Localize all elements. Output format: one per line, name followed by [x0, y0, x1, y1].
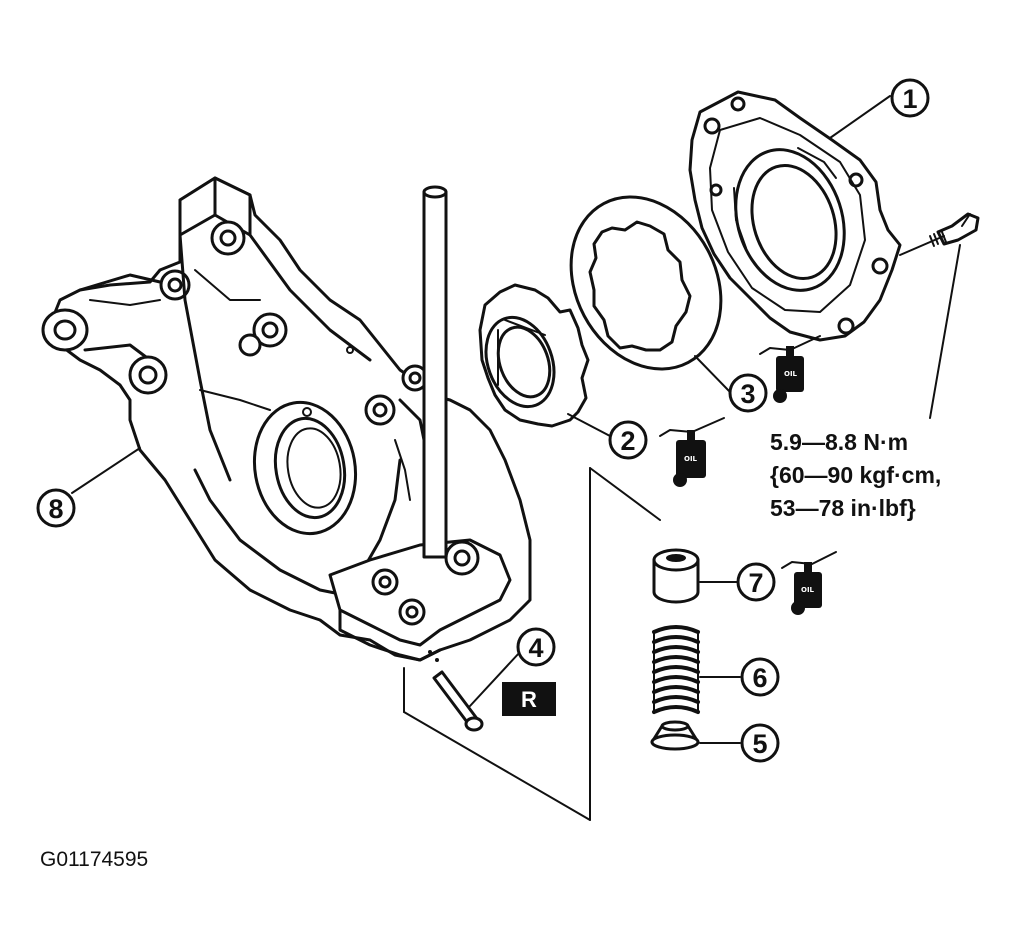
pump-cover-plate [688, 90, 902, 342]
callout-2-label: 2 [620, 426, 635, 456]
front-cover-body [41, 176, 532, 662]
oil-symbol-3-text: OIL [784, 370, 798, 378]
replace-badge-text: R [521, 687, 537, 712]
callout-8-label: 8 [48, 494, 63, 524]
callout-5: 5 [740, 723, 780, 763]
callout-3-label: 3 [740, 379, 755, 409]
callout-6: 6 [740, 657, 780, 697]
oil-symbol-7-text: OIL [801, 586, 815, 594]
oil-symbol-3: OIL [759, 335, 821, 403]
outer-rotor [569, 195, 723, 371]
callout-4: 4 [516, 627, 556, 667]
oil-symbol-2: OIL [659, 417, 725, 487]
callout-3: 3 [728, 373, 768, 413]
callout-4-label: 4 [528, 633, 543, 663]
relief-plunger [652, 548, 700, 604]
callout-7-label: 7 [748, 568, 763, 598]
replace-badge: R [502, 682, 556, 716]
callout-2: 2 [608, 420, 648, 460]
oil-symbol-2-text: OIL [684, 455, 698, 463]
split-pin [428, 650, 484, 732]
callout-6-label: 6 [752, 663, 767, 693]
callout-5-label: 5 [752, 729, 767, 759]
oil-tube [422, 185, 448, 559]
figure-id: G01174595 [40, 848, 148, 871]
spring-seat [650, 720, 700, 751]
callout-7: 7 [736, 562, 776, 602]
callout-1: 1 [890, 78, 930, 118]
assembly-bracket-lines [403, 467, 661, 821]
callout-1-label: 1 [902, 84, 917, 114]
relief-spring [652, 625, 700, 714]
leader-lines [71, 95, 961, 744]
oil-symbol-7: OIL [781, 551, 837, 615]
torque-spec: 5.9—8.8 N·m {60—90 kgf·cm, 53—78 in·lbf} [770, 429, 941, 521]
torque-line-2: {60—90 kgf·cm, [770, 462, 941, 488]
torque-line-1: 5.9—8.8 N·m [770, 429, 908, 455]
cover-screw [929, 212, 980, 247]
callout-8: 8 [36, 488, 76, 528]
torque-line-3: 53—78 in·lbf} [770, 495, 916, 521]
inner-rotor [478, 283, 590, 428]
